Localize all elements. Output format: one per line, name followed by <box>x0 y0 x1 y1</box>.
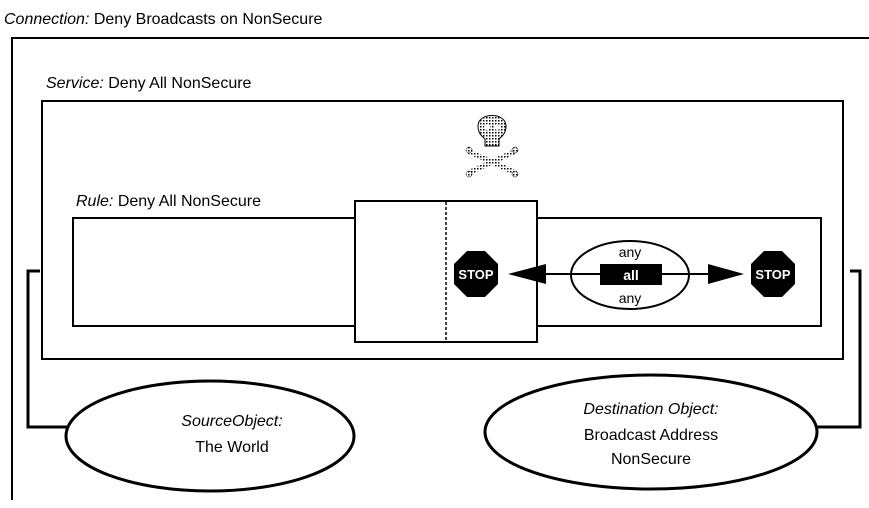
stop-sign-right: STOP <box>751 251 795 297</box>
protocol-bottom: any <box>619 290 642 306</box>
service-box <box>41 100 844 360</box>
skull-crossbones-icon <box>465 115 519 178</box>
rule-label: Rule: Deny All NonSecure <box>76 193 261 210</box>
service-label: Service: Deny All NonSecure <box>46 75 252 92</box>
destination-line1: Broadcast Address <box>584 427 718 444</box>
left-arrow <box>508 264 546 284</box>
destination-object <box>483 373 819 491</box>
destination-line2: NonSecure <box>611 451 691 468</box>
protocol-middle: all <box>623 267 639 283</box>
destination-title: Destination Object: <box>583 401 718 418</box>
destination-connector <box>808 269 862 429</box>
connection-frame <box>11 37 869 500</box>
source-object <box>64 379 356 493</box>
protocol-middle-box <box>600 264 662 285</box>
svg-text:STOP: STOP <box>755 267 790 282</box>
source-name: The World <box>195 439 269 456</box>
source-connector <box>26 269 70 429</box>
svg-text:STOP: STOP <box>458 267 493 282</box>
source-title: SourceObject: <box>181 413 282 430</box>
right-arrow <box>708 264 744 284</box>
stop-sign-left: STOP <box>454 251 498 297</box>
protocol-top: any <box>619 244 642 260</box>
connection-label: Connection: Deny Broadcasts on NonSecure <box>4 11 323 28</box>
